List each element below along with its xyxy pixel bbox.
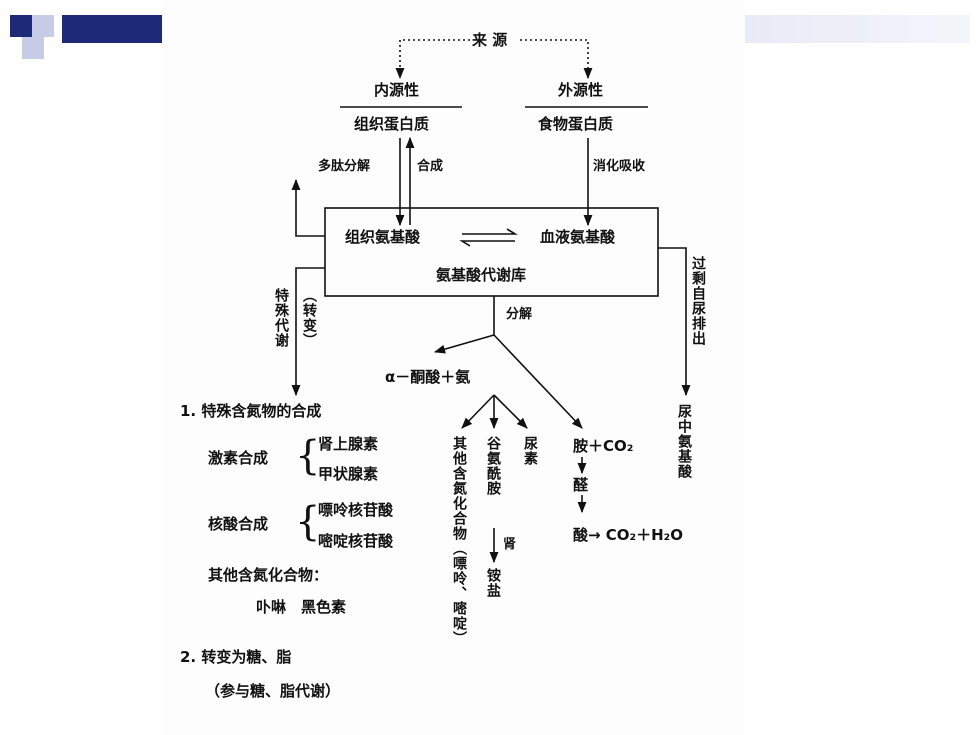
keto-ammonia-label: α－酮酸＋氨 [385,368,471,386]
kidney-label: 肾 [503,537,517,552]
blood-aa-label: 血液氨基酸 [540,228,616,246]
thyroxine-label: 甲状腺素 [318,465,379,483]
item2-subtext: （参与糖、脂代谢） [205,682,341,700]
glutamine-label: 谷氨酰胺 [485,436,501,496]
nucleic-syn-label: 核酸合成 [208,515,269,533]
hormone-syn-label: 激素合成 [208,449,269,467]
porphyrin-melanin-label: 卟啉 黑色素 [256,598,347,616]
nucleic-brace: { [295,499,321,545]
hormone-brace: { [295,433,321,479]
decompose-label: 分解 [506,307,533,322]
conversion-label: （转变） [301,288,317,348]
decor-bar-right [745,15,970,43]
purine-nuc-label: 嘌呤核苷酸 [318,501,394,519]
decor-square-light-2 [22,37,44,59]
adrenaline-label: 肾上腺素 [318,435,379,453]
item1-heading: 1. 特殊含氮物的合成 [180,402,322,420]
synthesis-label: 合成 [417,159,444,174]
other-n-compounds-label: 其他含氮化合物（嘌呤、嘧啶） [451,436,467,646]
source-label: 来 源 [472,31,508,49]
exogenous-label: 外源性 [558,81,604,99]
aldehyde-label: 醛 [573,476,589,494]
digest-absorb-label: 消化吸收 [593,159,646,174]
aa-pool-label: 氨基酸代谢库 [436,266,527,284]
amine-co2-label: 胺＋CO₂ [573,437,634,455]
endogenous-label: 内源性 [374,81,420,99]
tissue-protein-label: 组织蛋白质 [354,115,430,133]
excess-urine-label: 过剩自尿排出 [690,256,706,346]
decor-square-light [32,15,54,37]
decor-square-dark [10,15,32,37]
peptide-breakdown-label: 多肽分解 [318,159,371,174]
item2-heading: 2. 转变为糖、脂 [180,648,292,666]
other-n-label: 其他含氮化合物： [208,566,329,584]
special-metabolism-label: 特殊代谢 [273,288,289,348]
pyrimidine-nuc-label: 嘧啶核苷酸 [318,532,394,550]
food-protein-label: 食物蛋白质 [538,115,614,133]
ammonium-salt-label: 铵盐 [485,568,501,598]
urea-label: 尿素 [522,436,538,466]
tissue-aa-label: 组织氨基酸 [345,228,421,246]
acid-final-label: 酸→ CO₂＋H₂O [573,526,683,544]
decor-bar-left [62,15,162,43]
diagram-sheet [162,0,745,735]
urine-aa-label: 尿中氨基酸 [676,404,692,479]
